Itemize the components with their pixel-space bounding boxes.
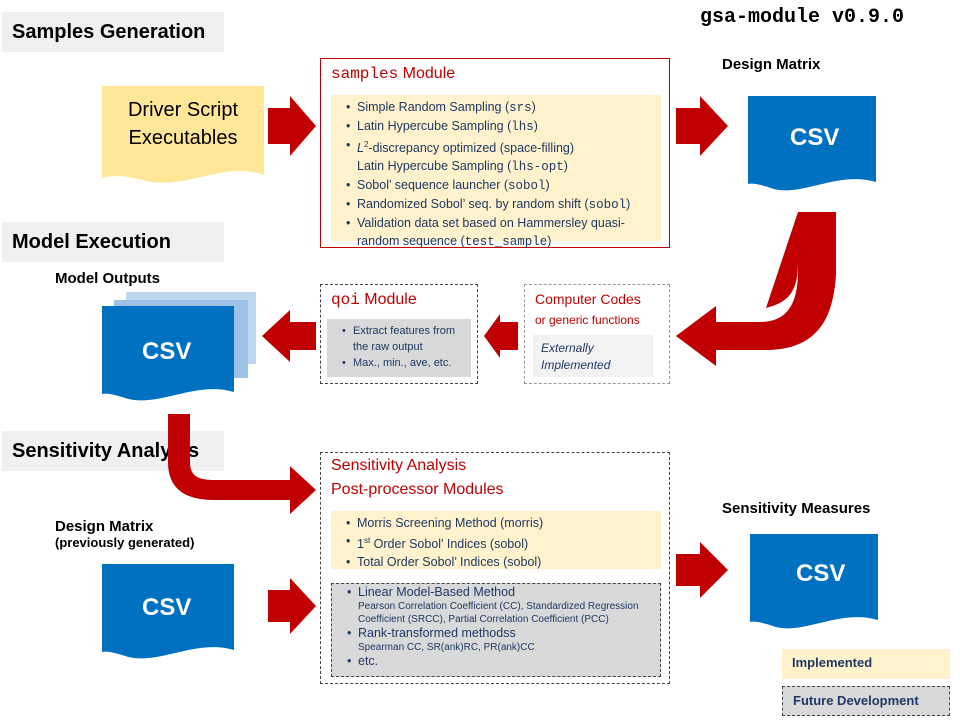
csv-design-matrix-text: CSV	[790, 124, 840, 151]
section-samples-generation: Samples Generation	[2, 12, 224, 52]
qoi-module-name: Module	[359, 291, 417, 308]
csv-sensitivity-measures-shape	[750, 534, 878, 629]
linear-sub2: Coefficient (SRCC), Partial Correlation …	[358, 614, 609, 625]
driver-script-shape	[102, 86, 264, 183]
arrow-qoi-to-outputs	[262, 310, 316, 362]
externally-label: Externally	[541, 341, 594, 355]
list-item: Simple Random Sampling (srs)	[346, 98, 655, 117]
csv-model-outputs-text: CSV	[142, 338, 192, 365]
samples-module-list: Simple Random Sampling (srs) Latin Hyper…	[331, 95, 661, 249]
externally-implemented-box: Externally Implemented	[533, 335, 653, 377]
sa-implemented-list: Morris Screening Method (morris) 1st Ord…	[331, 511, 661, 571]
sa-module-title1: Sensitivity Analysis	[331, 457, 467, 474]
linear-sub1: Pearson Correlation Coefficient (CC), St…	[358, 601, 639, 612]
samples-module-title: samples Module	[331, 65, 455, 83]
computer-codes-line2: or generic functions	[535, 313, 640, 327]
csv-design-matrix-shape	[748, 96, 876, 191]
list-item: L2-discrepancy optimized (space-filling)…	[346, 136, 655, 176]
csv-design-matrix-prev-text: CSV	[142, 594, 192, 621]
list-item: Latin Hypercube Sampling (lhs)	[346, 117, 655, 136]
csv-design-matrix-prev-shape	[102, 564, 234, 659]
list-item: Randomized Sobol’ seq. by random shift (…	[346, 195, 655, 214]
arrow-driver-to-samples	[268, 96, 316, 156]
arrow-design-prev-to-sa	[268, 578, 316, 634]
list-item: Rank-transformed methodss Spearman CC, S…	[347, 626, 656, 654]
arrow-codes-to-qoi	[484, 314, 518, 358]
qoi-module-title: qoi Module	[331, 291, 417, 309]
arrow-sa-to-measures	[676, 542, 728, 598]
driver-script-line1: Driver Script	[127, 99, 238, 121]
list-item: Validation data set based on Hammersley …	[346, 214, 655, 251]
list-item: 1st Order Sobol’ Indices (sobol)	[346, 532, 655, 553]
implemented-label: Implemented	[541, 358, 611, 372]
samples-module-name: Module	[398, 65, 456, 82]
sa-module-title2: Post-processor Modules	[331, 481, 504, 498]
curved-arrow-outputs-to-sa	[168, 414, 316, 514]
legend-implemented: Implemented	[782, 649, 950, 679]
legend-future-development: Future Development	[782, 686, 950, 716]
sensitivity-measures-label: Sensitivity Measures	[722, 500, 871, 517]
sa-future-list: Linear Model-Based Method Pearson Correl…	[331, 583, 661, 677]
csv-sensitivity-measures-text: CSV	[796, 560, 846, 587]
section-model-execution: Model Execution	[2, 222, 224, 262]
driver-script-box: Driver Script Executables	[102, 96, 264, 152]
computer-codes-line1: Computer Codes	[535, 291, 641, 307]
design-matrix-prev-line1: Design Matrix	[55, 518, 154, 535]
app-title: gsa-module v0.9.0	[700, 6, 905, 29]
design-matrix-prev-label: Design Matrix (previously generated)	[55, 518, 194, 550]
design-matrix-label: Design Matrix	[722, 56, 821, 73]
model-outputs-label: Model Outputs	[55, 270, 160, 287]
csv-model-outputs-shape	[102, 306, 234, 401]
rank-sub: Spearman CC, SR(ank)RC, PR(ank)CC	[358, 642, 535, 653]
list-item: Morris Screening Method (morris)	[346, 514, 655, 532]
samples-module-code: samples	[331, 65, 399, 83]
sa-module-box: Sensitivity Analysis Post-processor Modu…	[320, 452, 670, 684]
list-item: etc.	[347, 654, 656, 669]
samples-module-box: samples Module Simple Random Sampling (s…	[320, 58, 670, 249]
list-item: Sobol’ sequence launcher (sobol)	[346, 176, 655, 195]
design-matrix-prev-line2: (previously generated)	[55, 535, 195, 550]
list-item: Max., min., ave, etc.	[342, 355, 467, 371]
driver-script-line2: Executables	[128, 127, 238, 149]
list-item: Total Order Sobol’ Indices (sobol)	[346, 553, 655, 571]
computer-codes-box: Computer Codes or generic functions Exte…	[524, 284, 670, 384]
qoi-module-code: qoi	[331, 291, 360, 309]
arrow-samples-to-design	[676, 96, 728, 156]
list-item: Linear Model-Based Method Pearson Correl…	[347, 585, 656, 626]
